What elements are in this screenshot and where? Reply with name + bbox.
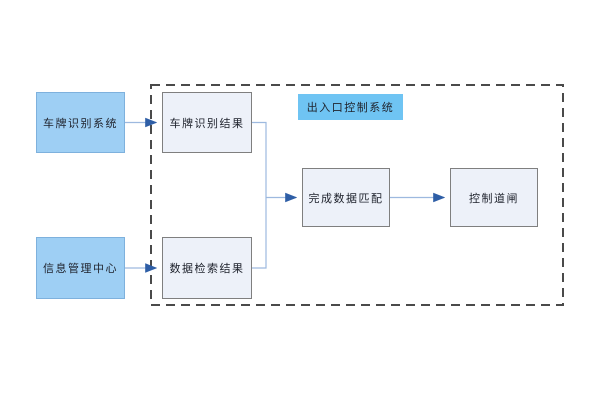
node-plate-recognition-result: 车牌识别结果 <box>162 92 252 153</box>
connector-plate-result-to-merge <box>252 121 267 198</box>
node-data-retrieval-result: 数据检索结果 <box>162 237 252 299</box>
node-plate-recognition-system: 车牌识别系统 <box>36 92 125 153</box>
system-boundary-label: 出入口控制系统 <box>298 94 403 120</box>
connector-retrieval-result-to-merge <box>252 197 267 269</box>
node-data-match-complete: 完成数据匹配 <box>302 168 390 227</box>
node-info-management-center: 信息管理中心 <box>36 237 125 299</box>
node-gate-control: 控制道闸 <box>450 168 538 227</box>
